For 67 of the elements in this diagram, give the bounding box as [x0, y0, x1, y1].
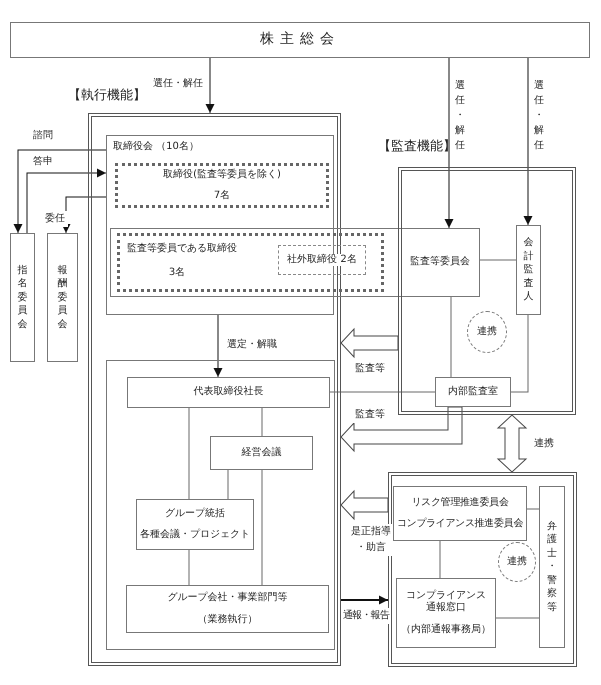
arrow — [206, 58, 214, 114]
arrow — [524, 58, 532, 226]
execution-panel — [106, 360, 335, 650]
node-label: 連携 — [477, 326, 497, 338]
edge-label: 委任 — [42, 211, 68, 227]
node-label: 監査等委員である取締役 — [126, 243, 238, 256]
connector-line — [188, 408, 190, 500]
node-label: 各種会議・プロジェクト — [140, 529, 250, 542]
node-label: 弁護士・警察等 — [547, 520, 557, 614]
node-label: コンプライアンス通報窓口 — [405, 590, 487, 615]
cooperation-circle — [467, 311, 507, 353]
node-label: （内部通報事務局） — [401, 624, 491, 636]
block-arrow — [496, 414, 528, 473]
edge-label: 通報・報告 — [342, 608, 390, 624]
arrow — [14, 150, 106, 234]
director-group-box — [117, 233, 384, 292]
node-label: 代表取締役社長 — [194, 386, 264, 399]
node-label: グループ会社・事業部門等 — [168, 592, 288, 604]
node-label: 連携 — [507, 556, 527, 568]
node-label: 7名 — [214, 190, 230, 202]
node-label: リスク管理推進委員会 — [411, 496, 508, 509]
node-label: 社外取締役 2名 — [287, 254, 357, 266]
node-label: 取締役会 （10名） — [113, 141, 200, 154]
section-heading: 【執行機能】 — [68, 87, 146, 104]
director-group-box — [115, 163, 329, 208]
node-label: グループ統括 — [165, 508, 225, 520]
block-arrow — [340, 328, 398, 358]
node-label: 3名 — [168, 267, 186, 280]
node-label: 監査等委員会 — [409, 256, 471, 268]
node-label: 報酬委員会 — [58, 264, 68, 332]
connector-line — [510, 314, 528, 392]
arrow — [26, 168, 106, 234]
function-panel — [398, 167, 576, 415]
node-label: 内部監査室 — [448, 386, 498, 398]
block-arrow — [340, 406, 462, 452]
edge-label: 監査等 — [352, 407, 388, 423]
group-box — [136, 499, 254, 550]
auditor-box — [516, 225, 541, 315]
node-label: （業務執行） — [198, 614, 258, 626]
section-heading: 【監査機能】 — [378, 138, 456, 155]
business-unit-box — [126, 585, 329, 633]
arrow — [214, 314, 222, 378]
node-label: 指名委員会 — [18, 264, 28, 332]
committee-box — [393, 486, 527, 541]
connector-line — [526, 508, 540, 510]
committee-box — [10, 233, 35, 362]
connector-line — [188, 550, 190, 586]
connector-line — [450, 296, 452, 378]
meeting-box — [210, 436, 313, 470]
lawyer-police-box — [539, 486, 565, 648]
node-label: 取締役(監査等委員を除く) — [163, 168, 281, 181]
node-label: 株主総会 — [260, 31, 340, 49]
block-arrow — [340, 490, 388, 520]
committee-box — [110, 228, 480, 297]
edge-label: 是正指導・助言 — [349, 524, 393, 556]
president-box — [127, 377, 330, 408]
cooperation-circle — [498, 542, 536, 582]
arrow — [341, 596, 388, 604]
node-label: 経営会議 — [242, 446, 282, 460]
node-label: コンプライアンス推進委員会 — [396, 518, 524, 530]
outside-director-box — [278, 245, 366, 275]
arrow — [444, 58, 454, 228]
hotline-box — [396, 578, 496, 648]
meeting-box — [10, 22, 590, 58]
audit-office-box — [435, 377, 511, 407]
node-label: 会計監査人 — [524, 236, 534, 304]
committee-box — [47, 233, 78, 362]
